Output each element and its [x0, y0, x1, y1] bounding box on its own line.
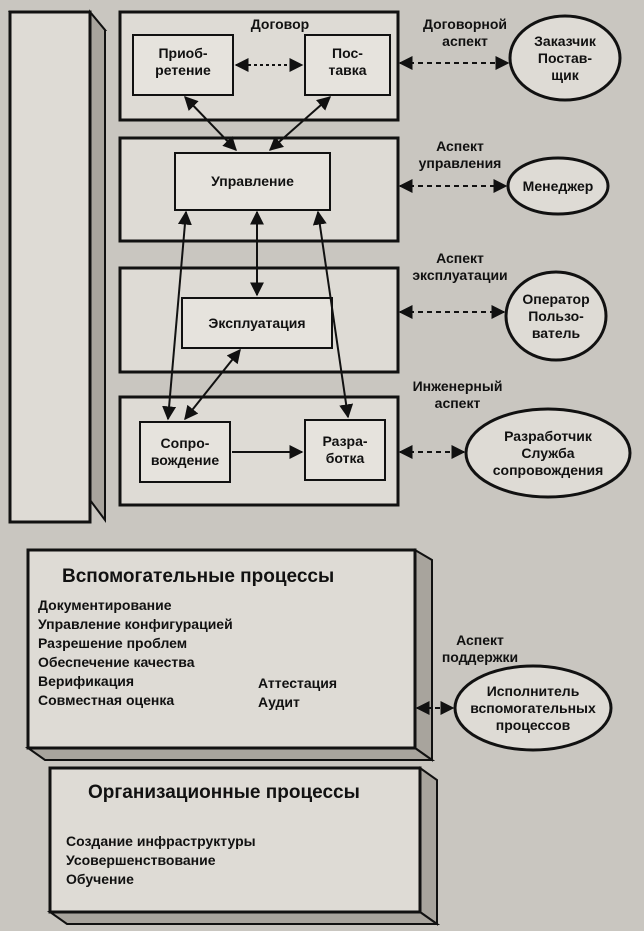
acquisition-box — [132, 34, 234, 96]
supporting-item-audit: Аудит — [258, 694, 300, 710]
supporting-item: Совместная оценка — [38, 692, 175, 708]
operation-box — [181, 297, 333, 349]
organizational-item: Обучение — [66, 871, 134, 887]
management-box — [174, 152, 331, 211]
supporting-item: Разрешение проблем — [38, 635, 188, 651]
support-aspect-label: Аспект поддержки — [441, 632, 519, 665]
manager-ellipse — [506, 156, 610, 216]
customer-supplier-label: Заказчик Постав- щик — [534, 33, 596, 83]
organizational-item: Создание инфраструктуры — [66, 833, 256, 849]
developer-maintenance-label: Разработчик Служба сопровождения — [492, 428, 604, 478]
development-label: Разра- ботка — [322, 433, 368, 466]
operation-maintenance-arrow — [184, 348, 241, 421]
supporting-items-list: Документирование Управление конфигурацие… — [38, 596, 233, 710]
supply-management-arrow — [268, 96, 332, 151]
engineering-aspect-label: Инженерный аспект — [412, 378, 503, 411]
operator-user-ellipse — [504, 270, 608, 362]
acquisition-label: Приоб- ретение — [155, 45, 211, 78]
supporting-item: Управление конфигурацией — [38, 616, 233, 632]
organizational-processes-title: Организационные процессы — [88, 782, 360, 803]
manager-label: Менеджер — [522, 178, 594, 194]
contract-aspect-label: Договорной аспект — [422, 16, 508, 49]
operator-user-label: Оператор Пользо- ватель — [522, 291, 590, 341]
maintenance-box — [139, 421, 231, 483]
supply-box — [304, 34, 391, 96]
organizational-items-list: Создание инфраструктуры Усовершенствован… — [66, 832, 256, 889]
developer-maintenance-ellipse — [464, 407, 632, 499]
supporting-processes-title: Вспомогательные процессы — [62, 566, 335, 587]
support-executor-ellipse — [453, 664, 613, 752]
organizational-item: Усовершенствование — [66, 852, 216, 868]
support-executor-label: Исполнитель вспомогательных процессов — [470, 683, 596, 733]
development-box — [304, 419, 386, 481]
management-aspect-label: Аспект управления — [418, 138, 502, 171]
supporting-item: Верификация — [38, 673, 135, 689]
management-development-arrow — [312, 210, 354, 419]
supporting-item-attestation: Аттестация — [258, 675, 338, 691]
supporting-item: Документирование — [38, 597, 172, 613]
primary-processes-frame — [7, 9, 108, 524]
customer-supplier-ellipse — [508, 14, 622, 102]
management-maintenance-arrow — [162, 210, 192, 421]
organizational-processes-box — [46, 766, 441, 926]
supporting-item: Обеспечение качества — [38, 654, 195, 670]
supply-label: Пос- тавка — [328, 45, 367, 78]
maintenance-label: Сопро- вождение — [150, 435, 220, 468]
operation-aspect-label: Аспект эксплуатации — [412, 250, 508, 283]
management-label: Управление — [211, 173, 294, 189]
operation-label: Эксплуатация — [208, 315, 306, 331]
contract-group-label: Договор — [250, 16, 310, 32]
acquisition-management-arrow — [184, 95, 237, 152]
